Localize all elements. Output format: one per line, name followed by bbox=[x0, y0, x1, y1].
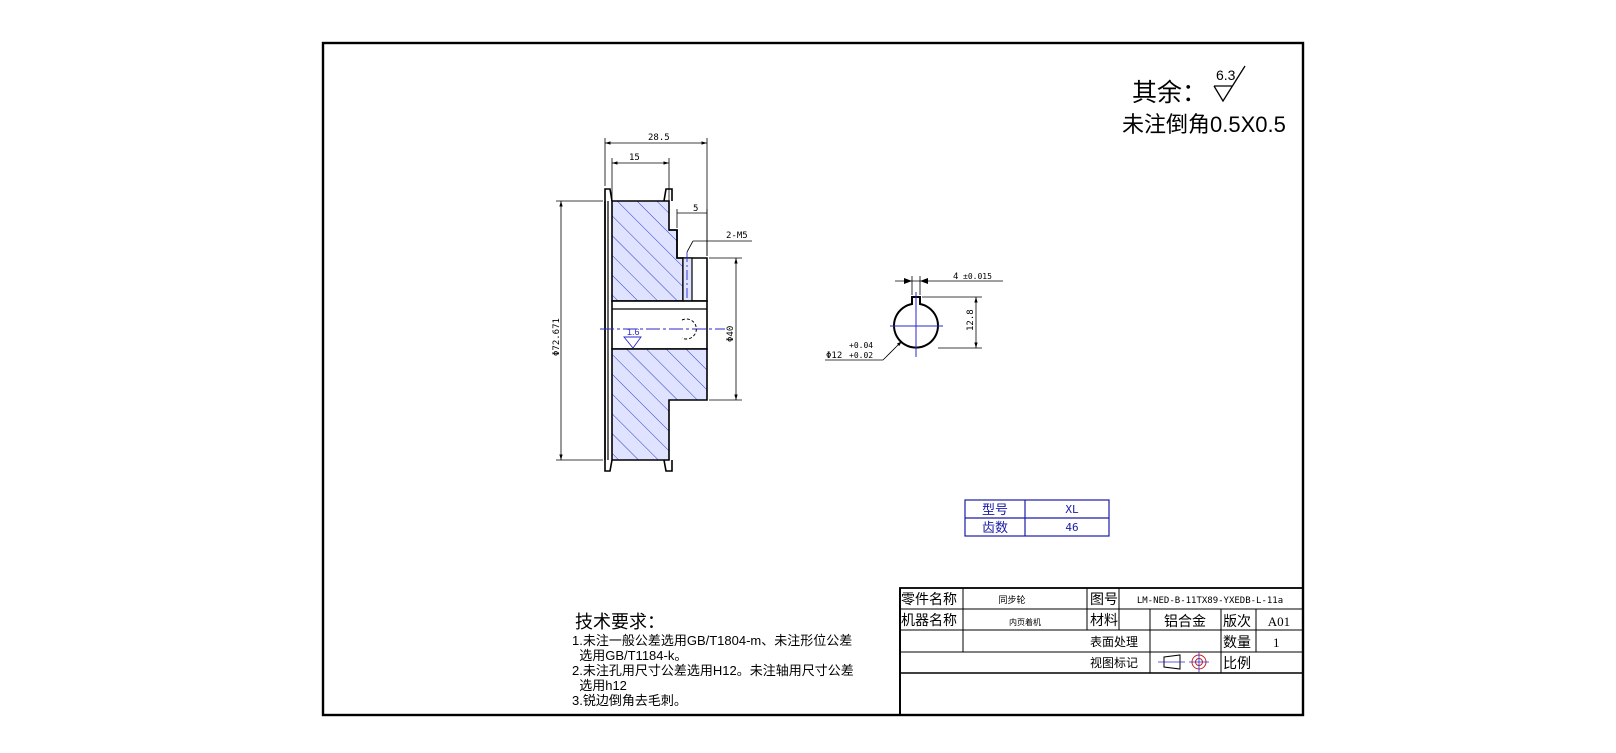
chamfer-note: 未注倒角0.5X0.5 bbox=[1122, 112, 1286, 137]
part-name-label: 零件名称 bbox=[901, 591, 957, 607]
hidden-arc bbox=[681, 318, 697, 340]
machine-name: 内页着机 bbox=[1009, 617, 1041, 627]
bore-area bbox=[611, 300, 708, 350]
dim-total-width: 28.5 bbox=[648, 133, 670, 143]
dim-outer: Φ72.671 bbox=[552, 318, 562, 356]
title-block bbox=[899, 587, 1304, 716]
projection-symbol-icon bbox=[1158, 652, 1209, 672]
drawing-no: LM-NED-B-11TX89-YXEDB-L-11a bbox=[1137, 596, 1283, 606]
screw-hole bbox=[682, 257, 693, 302]
material-label: 材料 bbox=[1090, 612, 1118, 628]
surface-roughness-note: 其余： 6.3 bbox=[1132, 65, 1246, 107]
quantity-label: 数量 bbox=[1223, 634, 1251, 650]
tech-req-line: 选用GB/T1184-k。 bbox=[572, 648, 687, 663]
spec-table: 型号 XL 齿数 46 bbox=[964, 499, 1110, 537]
roughness-symbol-icon bbox=[1213, 65, 1246, 103]
surface-note-prefix: 其余： bbox=[1132, 79, 1207, 107]
view-label: 视图标记 bbox=[1090, 655, 1138, 670]
dim-bore: Φ40 bbox=[726, 326, 736, 342]
tol-upper: +0.04 bbox=[849, 341, 873, 350]
dim-key-width: 4 bbox=[953, 272, 958, 282]
version: A01 bbox=[1268, 614, 1290, 629]
part-name: 同步轮 bbox=[998, 594, 1025, 605]
title-block-text: 零件名称 同步轮 图号 LM-NED-B-11TX89-YXEDB-L-11a … bbox=[901, 591, 1290, 672]
roughness-inner-icon bbox=[623, 336, 642, 349]
material: 铝合金 bbox=[1164, 613, 1206, 629]
spec-label-model: 型号 bbox=[982, 502, 1008, 517]
drawing-frame bbox=[321, 41, 1305, 717]
spec-value-teeth: 46 bbox=[1065, 521, 1078, 534]
dim-slot: 5 bbox=[693, 204, 698, 214]
roughness-value: 6.3 bbox=[1216, 67, 1236, 83]
drawing-no-label: 图号 bbox=[1090, 591, 1118, 607]
roughness-inner: 1.6 bbox=[627, 327, 640, 337]
spec-label-teeth: 齿数 bbox=[982, 520, 1008, 535]
dim-key-tol: ±0.015 bbox=[963, 272, 992, 281]
side-section-view: 1.6 28.5 15 5 2-M5 Φ40 Φ72.671 bbox=[552, 133, 752, 472]
dim-hub-width: 15 bbox=[629, 153, 640, 163]
dim-key-depth: 12.8 bbox=[966, 309, 976, 331]
version-label: 版次 bbox=[1223, 613, 1251, 629]
tech-req-line: 选用h12 bbox=[572, 678, 627, 693]
spec-value-model: XL bbox=[1065, 503, 1079, 516]
tech-req-line: 2.未注孔用尺寸公差选用H12。未注轴用尺寸公差 bbox=[572, 663, 854, 678]
lower-section-hatch bbox=[611, 348, 708, 461]
dim-bore-front: Φ12 bbox=[826, 351, 842, 361]
surface-label: 表面处理 bbox=[1090, 635, 1138, 649]
upper-section-hatch bbox=[611, 200, 684, 302]
front-bore-view: 4 ±0.015 12.8 Φ12 +0.04 +0.02 bbox=[825, 272, 1003, 361]
dim-screw: 2-M5 bbox=[726, 231, 748, 241]
tech-req-title: 技术要求： bbox=[575, 612, 665, 632]
technical-requirements: 技术要求： 1.未注一般公差选用GB/T1804-m、未注形位公差 选用GB/T… bbox=[572, 612, 854, 708]
pulley-top-outline bbox=[604, 188, 673, 202]
machine-label: 机器名称 bbox=[901, 612, 957, 628]
tol-lower: +0.02 bbox=[849, 351, 873, 360]
tech-req-line: 3.锐边倒角去毛刺。 bbox=[572, 693, 687, 708]
scale-label: 比例 bbox=[1223, 655, 1251, 671]
tech-req-line: 1.未注一般公差选用GB/T1804-m、未注形位公差 bbox=[572, 633, 852, 648]
pulley-bottom-outline bbox=[604, 459, 673, 472]
quantity: 1 bbox=[1273, 635, 1280, 650]
